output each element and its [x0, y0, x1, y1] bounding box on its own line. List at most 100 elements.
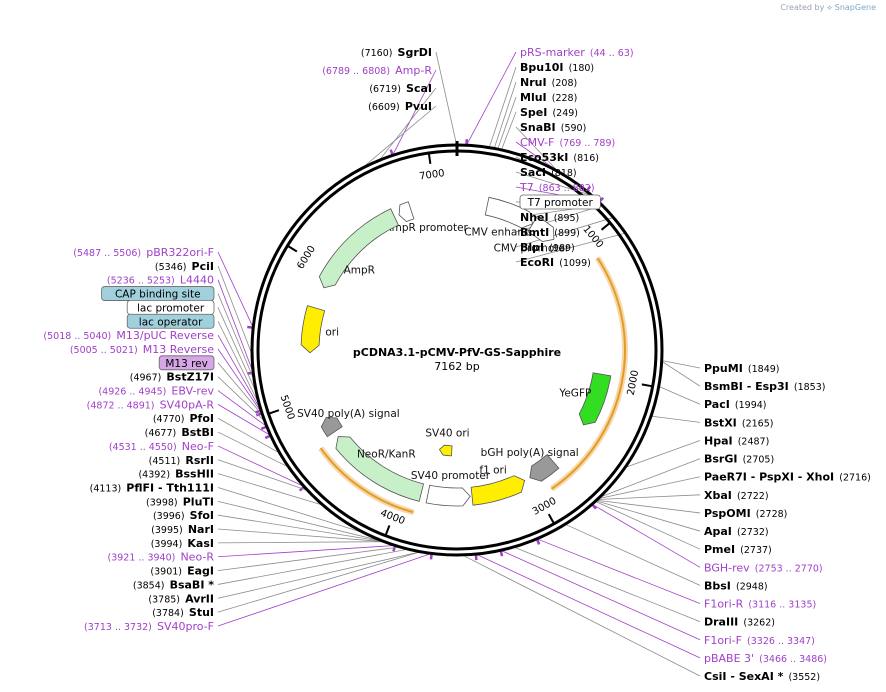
enzyme-site-eco53ki[interactable]: Eco53kI (816): [520, 146, 599, 165]
enzyme-site-bsrgi[interactable]: BsrGI (2705): [704, 448, 774, 467]
primer-site-t7[interactable]: T7 (863 .. 882): [519, 176, 595, 195]
primer-site-m13-reverse[interactable]: (5005 .. 5021) M13 Reverse: [70, 338, 214, 357]
enzyme-position: (2732): [737, 527, 769, 538]
feature-f1-ori[interactable]: [470, 475, 526, 506]
enzyme-position: (4967): [130, 373, 162, 384]
enzyme-site-paer7i-pspxi-xhoi[interactable]: PaeR7I - PspXI - XhoI (2716): [704, 466, 871, 485]
feature-cmv-promoter[interactable]: [527, 215, 555, 242]
primer-site-sv40pa-r[interactable]: (4872 .. 4891) SV40pA-R: [87, 393, 215, 412]
enzyme-site-pvui[interactable]: (6609) PvuI: [368, 95, 432, 114]
enzyme-name: CsiI - SexAI *: [704, 670, 784, 683]
enzyme-site-bsshii[interactable]: (4392) BssHII: [138, 463, 214, 482]
enzyme-site-bpu10i[interactable]: Bpu10I (180): [520, 56, 594, 75]
enzyme-name: PacI: [704, 398, 730, 411]
primer-site-sv40pro-f[interactable]: (3713 .. 3732) SV40pro-F: [84, 615, 214, 634]
enzyme-position: (3994): [151, 539, 183, 550]
primer-site-pbabe-3[interactable]: pBABE 3' (3466 .. 3486): [704, 647, 827, 666]
enzyme-name: PpuMI: [704, 362, 743, 375]
enzyme-site-paci[interactable]: PacI (1994): [704, 393, 767, 412]
enzyme-site-stui[interactable]: (3784) StuI: [152, 601, 214, 620]
enzyme-site-avrii[interactable]: (3785) AvrII: [148, 587, 214, 606]
feature-ampr[interactable]: [318, 208, 399, 289]
enzyme-site-eagi[interactable]: (3901) EagI: [150, 560, 214, 579]
primer-name: SV40pro-F: [157, 620, 214, 633]
enzyme-site-sgrdi[interactable]: (7160) SgrDI: [361, 41, 432, 60]
tick-mark: [269, 409, 280, 415]
primer-site-f1ori-f[interactable]: F1ori-F (3326 .. 3347): [704, 629, 815, 648]
enzyme-site-draiii[interactable]: DraIII (3262): [704, 611, 775, 630]
primer-site-cmv-f[interactable]: CMV-F (769 .. 789): [520, 131, 615, 150]
primer-site-bgh-rev[interactable]: BGH-rev (2753 .. 2770): [704, 556, 823, 575]
enzyme-site-nhei[interactable]: NheI (895): [520, 206, 579, 225]
primer-site-pbr322ori-f[interactable]: (5487 .. 5506) pBR322ori-F: [73, 241, 214, 260]
feature-box-t7-promoter[interactable]: T7 promoter: [519, 194, 601, 210]
feature-bgh-poly-a-signal[interactable]: [529, 453, 560, 482]
feature-box-m13-rev[interactable]: M13 rev: [158, 355, 215, 371]
primer-site-neo-f[interactable]: (4531 .. 4550) Neo-F: [109, 435, 214, 454]
feature-box-lac-operator[interactable]: lac operator: [126, 313, 215, 329]
enzyme-site-bsabi[interactable]: (3854) BsaBI *: [133, 573, 214, 592]
enzyme-site-pspomi[interactable]: PspOMI (2728): [704, 502, 787, 521]
feature-box-lac-promoter[interactable]: lac promoter: [126, 300, 215, 315]
enzyme-position: (208): [552, 78, 578, 89]
feature-label-sv40-poly-a-signal: SV40 poly(A) signal: [297, 408, 400, 420]
feature-ampr-promoter[interactable]: [398, 201, 415, 223]
enzyme-site-xbai[interactable]: XbaI (2722): [704, 484, 769, 503]
feature-sv40-promoter[interactable]: [425, 484, 471, 507]
enzyme-site-spei[interactable]: SpeI (249): [520, 101, 578, 120]
enzyme-site-pmei[interactable]: PmeI (2737): [704, 538, 772, 557]
primer-site-amp-r[interactable]: (6789 .. 6808) Amp-R: [322, 59, 432, 78]
site-labels[interactable]: pRS-marker (44 .. 63)Bpu10I (180)NruI (2…: [43, 41, 870, 684]
enzyme-label: (4677) BstBI: [145, 421, 214, 440]
enzyme-site-apai[interactable]: ApaI (2732): [704, 520, 769, 539]
primer-site-prs-marker[interactable]: pRS-marker (44 .. 63): [520, 41, 634, 60]
enzyme-site-scai[interactable]: (6719) ScaI: [369, 77, 432, 96]
feature-sv40-ori[interactable]: [438, 444, 453, 457]
primer-site-ebv-rev[interactable]: (4926 .. 4945) EBV-rev: [98, 380, 214, 399]
feature-sv40-poly-a-signal[interactable]: [320, 416, 343, 438]
primer-site-f1ori-r[interactable]: F1ori-R (3116 .. 3135): [704, 593, 816, 612]
enzyme-site-bmti[interactable]: BmtI (899): [520, 221, 580, 240]
feature-box-cap-binding-site[interactable]: CAP binding site: [101, 286, 215, 301]
primer-site-m13-puc-reverse[interactable]: (5018 .. 5040) M13/pUC Reverse: [43, 324, 214, 343]
tick-mark: [600, 222, 610, 231]
feature-neor-kanr[interactable]: [335, 436, 425, 502]
primer-name: EBV-rev: [171, 385, 214, 398]
enzyme-label: BlpI (989): [520, 236, 575, 255]
label-connector: [217, 307, 257, 394]
enzyme-site-ecori[interactable]: EcoRI (1099): [520, 251, 591, 270]
enzyme-site-pluti[interactable]: (3998) PluTI: [146, 490, 214, 509]
enzyme-site-saci[interactable]: SacI (818): [520, 161, 577, 180]
enzyme-site-blpi[interactable]: BlpI (989): [520, 236, 575, 255]
enzyme-site-sfoi[interactable]: (3996) SfoI: [153, 504, 214, 523]
enzyme-site-pfoi[interactable]: (4770) PfoI: [153, 407, 214, 426]
primer-range: (5005 .. 5021): [70, 345, 138, 356]
enzyme-site-pcii[interactable]: (5346) PciI: [155, 255, 214, 274]
enzyme-site-bstxi[interactable]: BstXI (2165): [704, 411, 773, 430]
enzyme-site-nrui[interactable]: NruI (208): [520, 71, 577, 90]
primer-site-neo-r[interactable]: (3921 .. 3940) Neo-R: [108, 546, 215, 565]
feature-yegfp[interactable]: [578, 372, 612, 426]
enzyme-site-bbsi[interactable]: BbsI (2948): [704, 574, 768, 593]
enzyme-label: DraIII (3262): [704, 611, 775, 630]
enzyme-site-nari[interactable]: (3995) NarI: [151, 518, 214, 537]
enzyme-site-kasi[interactable]: (3994) KasI: [151, 532, 214, 551]
enzyme-site-csii-sexai[interactable]: CsiI - SexAI * (3552): [704, 665, 820, 684]
enzyme-site-bstbi[interactable]: (4677) BstBI: [145, 421, 214, 440]
label-connector: [595, 500, 701, 532]
primer-site-l4440[interactable]: (5236 .. 5253) L4440: [107, 269, 214, 288]
enzyme-site-bstz17i[interactable]: (4967) BstZ17I: [130, 366, 214, 385]
enzyme-site-hpai[interactable]: HpaI (2487): [704, 429, 769, 448]
enzyme-site-ppumi[interactable]: PpuMI (1849): [704, 357, 780, 376]
enzyme-site-rsrii[interactable]: (4511) RsrII: [149, 449, 214, 468]
label-connector: [217, 541, 385, 544]
enzyme-site-bsmbi-esp3i[interactable]: BsmBI - Esp3I (1853): [704, 375, 825, 394]
enzyme-position: (4113): [90, 483, 122, 494]
enzyme-site-pflfi-tth111i[interactable]: (4113) PflFI - Tth111I: [90, 476, 214, 495]
enzyme-site-snabi[interactable]: SnaBI (590): [520, 116, 586, 135]
enzyme-site-mlui[interactable]: MluI (228): [520, 86, 577, 105]
feature-ori[interactable]: [300, 305, 326, 354]
label-connector: [595, 500, 701, 550]
label-connector: [217, 445, 305, 487]
